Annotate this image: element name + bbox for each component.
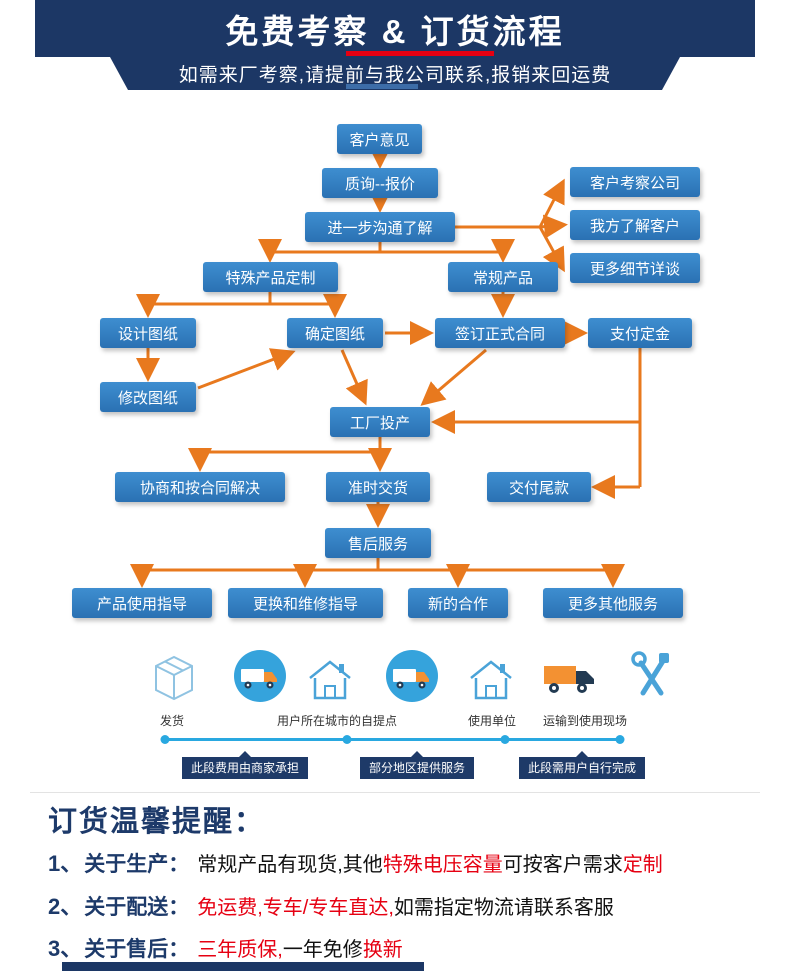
timeline-dot	[160, 735, 170, 744]
reminder-highlight: 特殊电压容量	[382, 854, 503, 876]
reminder-item-delivery: 2、关于配送： 免运费,专车/专车直达,如需指定物流请联系客服	[48, 889, 614, 921]
timeline-dot	[500, 735, 510, 744]
bottom-section-bar	[62, 962, 424, 971]
page-title: 免费考察 & 订货流程	[225, 12, 565, 50]
flow-node-confirm-drawing: 确定图纸	[287, 318, 383, 348]
timeline-dot	[342, 735, 352, 744]
logistics-label-transport-site: 运输到使用现场	[542, 714, 628, 728]
flow-node-regular-product: 常规产品	[448, 262, 558, 292]
flow-node-pay-deposit: 支付定金	[588, 318, 692, 348]
timeline-tag-merchant-cost: 此段费用由商家承担	[182, 751, 309, 779]
reminder-highlight: 三年质保,	[197, 939, 283, 961]
flow-node-further-communication: 进一步沟通了解	[305, 212, 455, 242]
flow-node-know-client: 我方了解客户	[570, 210, 700, 240]
reminder-label: 关于配送：	[84, 896, 190, 919]
header-banner: 免费考察 & 订货流程	[35, 0, 755, 57]
logistics-label-use-unit: 使用单位	[467, 714, 517, 728]
flow-node-more-services: 更多其他服务	[543, 588, 683, 618]
logistics-label-ship: 发货	[159, 714, 185, 728]
flow-node-client-visit: 客户考察公司	[570, 167, 700, 197]
reminder-number: 2、	[48, 894, 83, 919]
section-divider	[30, 792, 760, 793]
timeline-tag-user-complete: 此段需用户自行完成	[519, 751, 646, 779]
logistics-label-pickup-point: 用户所在城市的自提点	[276, 714, 398, 728]
reminder-number: 3、	[48, 936, 83, 961]
reminder-text: 常规产品有现货,其他	[197, 854, 383, 876]
flow-node-on-time-delivery: 准时交货	[326, 472, 430, 502]
reminder-text: 一年免修	[282, 939, 363, 961]
flow-node-inquiry-quote: 质询--报价	[322, 168, 438, 198]
flow-node-after-sales: 售后服务	[325, 528, 431, 558]
reminder-highlight: 免运费,专车/专车直达,	[197, 897, 394, 919]
flow-node-sign-contract: 签订正式合同	[435, 318, 565, 348]
delivery-truck-icon	[234, 650, 286, 702]
flow-node-modify-drawing: 修改图纸	[100, 382, 196, 412]
transport-truck-icon	[544, 666, 594, 693]
reminder-text: 可按客户需求	[502, 854, 623, 876]
package-icon	[155, 655, 193, 701]
page-subtitle: 如需来厂考察,请提前与我公司联系,报销来回运费	[178, 65, 612, 86]
delivery-truck-icon	[386, 650, 438, 702]
timeline-line	[165, 738, 620, 741]
flow-node-negotiate: 协商和按合同解决	[115, 472, 285, 502]
reminder-item-aftersales: 3、关于售后： 三年质保,一年免修换新	[48, 931, 403, 963]
house-icon	[470, 660, 512, 700]
reminder-label: 关于生产：	[84, 853, 190, 876]
flow-node-repair-guide: 更换和维修指导	[228, 588, 383, 618]
flow-node-custom-product: 特殊产品定制	[203, 262, 338, 292]
tools-icon	[631, 651, 669, 696]
subtitle-underline-blue	[346, 84, 418, 89]
flow-node-more-details: 更多细节详谈	[570, 253, 700, 283]
reminder-text: 如需指定物流请联系客服	[393, 897, 614, 919]
flow-node-customer-feedback: 客户意见	[337, 124, 422, 154]
reminder-heading: 订货温馨提醒：	[48, 806, 266, 838]
reminder-number: 1、	[48, 851, 83, 876]
flow-node-usage-guide: 产品使用指导	[72, 588, 212, 618]
flow-node-pay-balance: 交付尾款	[487, 472, 591, 502]
reminder-item-production: 1、关于生产： 常规产品有现货,其他特殊电压容量可按客户需求定制	[48, 846, 663, 878]
reminder-highlight: 定制	[622, 854, 663, 876]
pickup-house-icon	[309, 660, 351, 700]
reminder-label: 关于售后：	[84, 938, 190, 961]
flow-node-factory-production: 工厂投产	[330, 407, 430, 437]
reminder-highlight: 换新	[362, 939, 403, 961]
title-underline-red	[346, 51, 494, 56]
timeline-dot	[615, 735, 625, 744]
flow-node-design-drawing: 设计图纸	[100, 318, 196, 348]
flow-node-new-cooperation: 新的合作	[408, 588, 508, 618]
timeline-tag-partial-service: 部分地区提供服务	[360, 751, 475, 779]
